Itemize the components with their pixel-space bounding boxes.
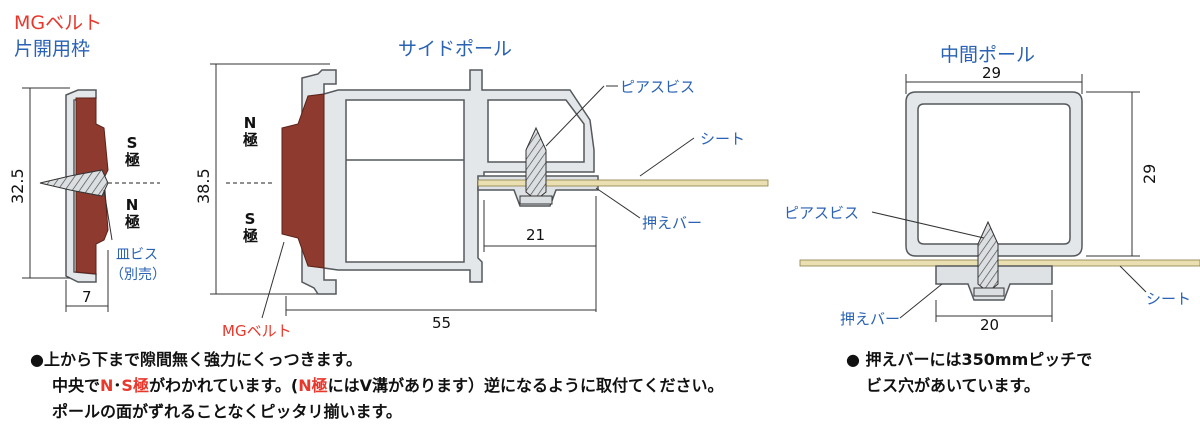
side-pole-sheet: [477, 179, 769, 187]
side-pole-pierce-screw-label: ピアスビス: [620, 78, 696, 96]
side-pole-dim-height: 38.5: [194, 168, 213, 204]
middle-pole-sheet-label: シート: [1146, 290, 1192, 308]
middle-pole-sheet: [799, 259, 1200, 267]
side-pole-mg-belt-label: MGベルト: [222, 322, 292, 340]
note-n-pole-highlight: N極: [298, 376, 328, 395]
left-frame-drawing: [22, 87, 160, 312]
middle-pole-pierce-screw-label: ピアスビス: [784, 204, 860, 222]
middle-pole-drawing: [799, 74, 1200, 322]
side-pole-n-pole-label: N極: [241, 114, 259, 147]
note-right-line1: ● 押えバーには350mmピッチで: [846, 350, 1093, 369]
side-pole-drawing: [210, 63, 769, 319]
side-pole-dim-55: 55: [432, 314, 452, 332]
side-pole-dim-21: 21: [526, 226, 546, 244]
note-center-text: 中央で: [52, 376, 101, 395]
left-s-pole-label: S極: [123, 134, 141, 167]
side-pole-magnet: [281, 93, 325, 269]
middle-pole-dim-side: 29: [1140, 163, 1159, 184]
note-dot: ･: [113, 376, 122, 395]
side-pole-s-pole-label: S極: [241, 210, 259, 243]
left-title-frame: 片開用枠: [14, 38, 91, 60]
note-groove-text: にはV溝があります）逆になるように取付てください。: [327, 376, 724, 395]
left-dim-width: 7: [82, 288, 92, 306]
middle-pole-dim-bottom: 20: [980, 316, 1000, 334]
middle-pole-dim-top: 29: [982, 64, 1002, 82]
side-pole-press-bar-label: 押えバー: [642, 214, 703, 232]
note-split-text: がわかれています。(: [148, 376, 299, 395]
note-left-line2: 中央でN･S極がわかれています。(N極にはV溝があります）逆になるように取付てく…: [52, 372, 724, 396]
middle-pole-press-bar-label: 押えバー: [840, 310, 901, 328]
left-screw-note: 皿ビス: [116, 247, 158, 263]
left-dim-height: 32.5: [8, 168, 27, 204]
left-frame-profile: [65, 89, 97, 283]
note-s-pole-highlight: S極: [121, 376, 149, 395]
left-title-mg-belt: MGベルト: [14, 12, 103, 34]
side-pole-title: サイドポール: [398, 38, 513, 60]
note-left-line1: ●上から下まで隙間無く強力にくっつきます。: [30, 350, 363, 369]
left-screw-note-sold-separately: （別売）: [110, 267, 166, 283]
middle-pole-title: 中間ポール: [940, 44, 1036, 66]
note-left-line3: ポールの面がずれることなくピッタリ揃います。: [52, 402, 402, 421]
note-n-highlight: N: [100, 376, 114, 395]
note-right-line2: ビス穴があいています。: [866, 376, 1040, 395]
side-pole-sheet-label: シート: [700, 130, 746, 148]
left-n-pole-label: N極: [123, 196, 141, 229]
side-pole-hollow: [345, 99, 465, 263]
